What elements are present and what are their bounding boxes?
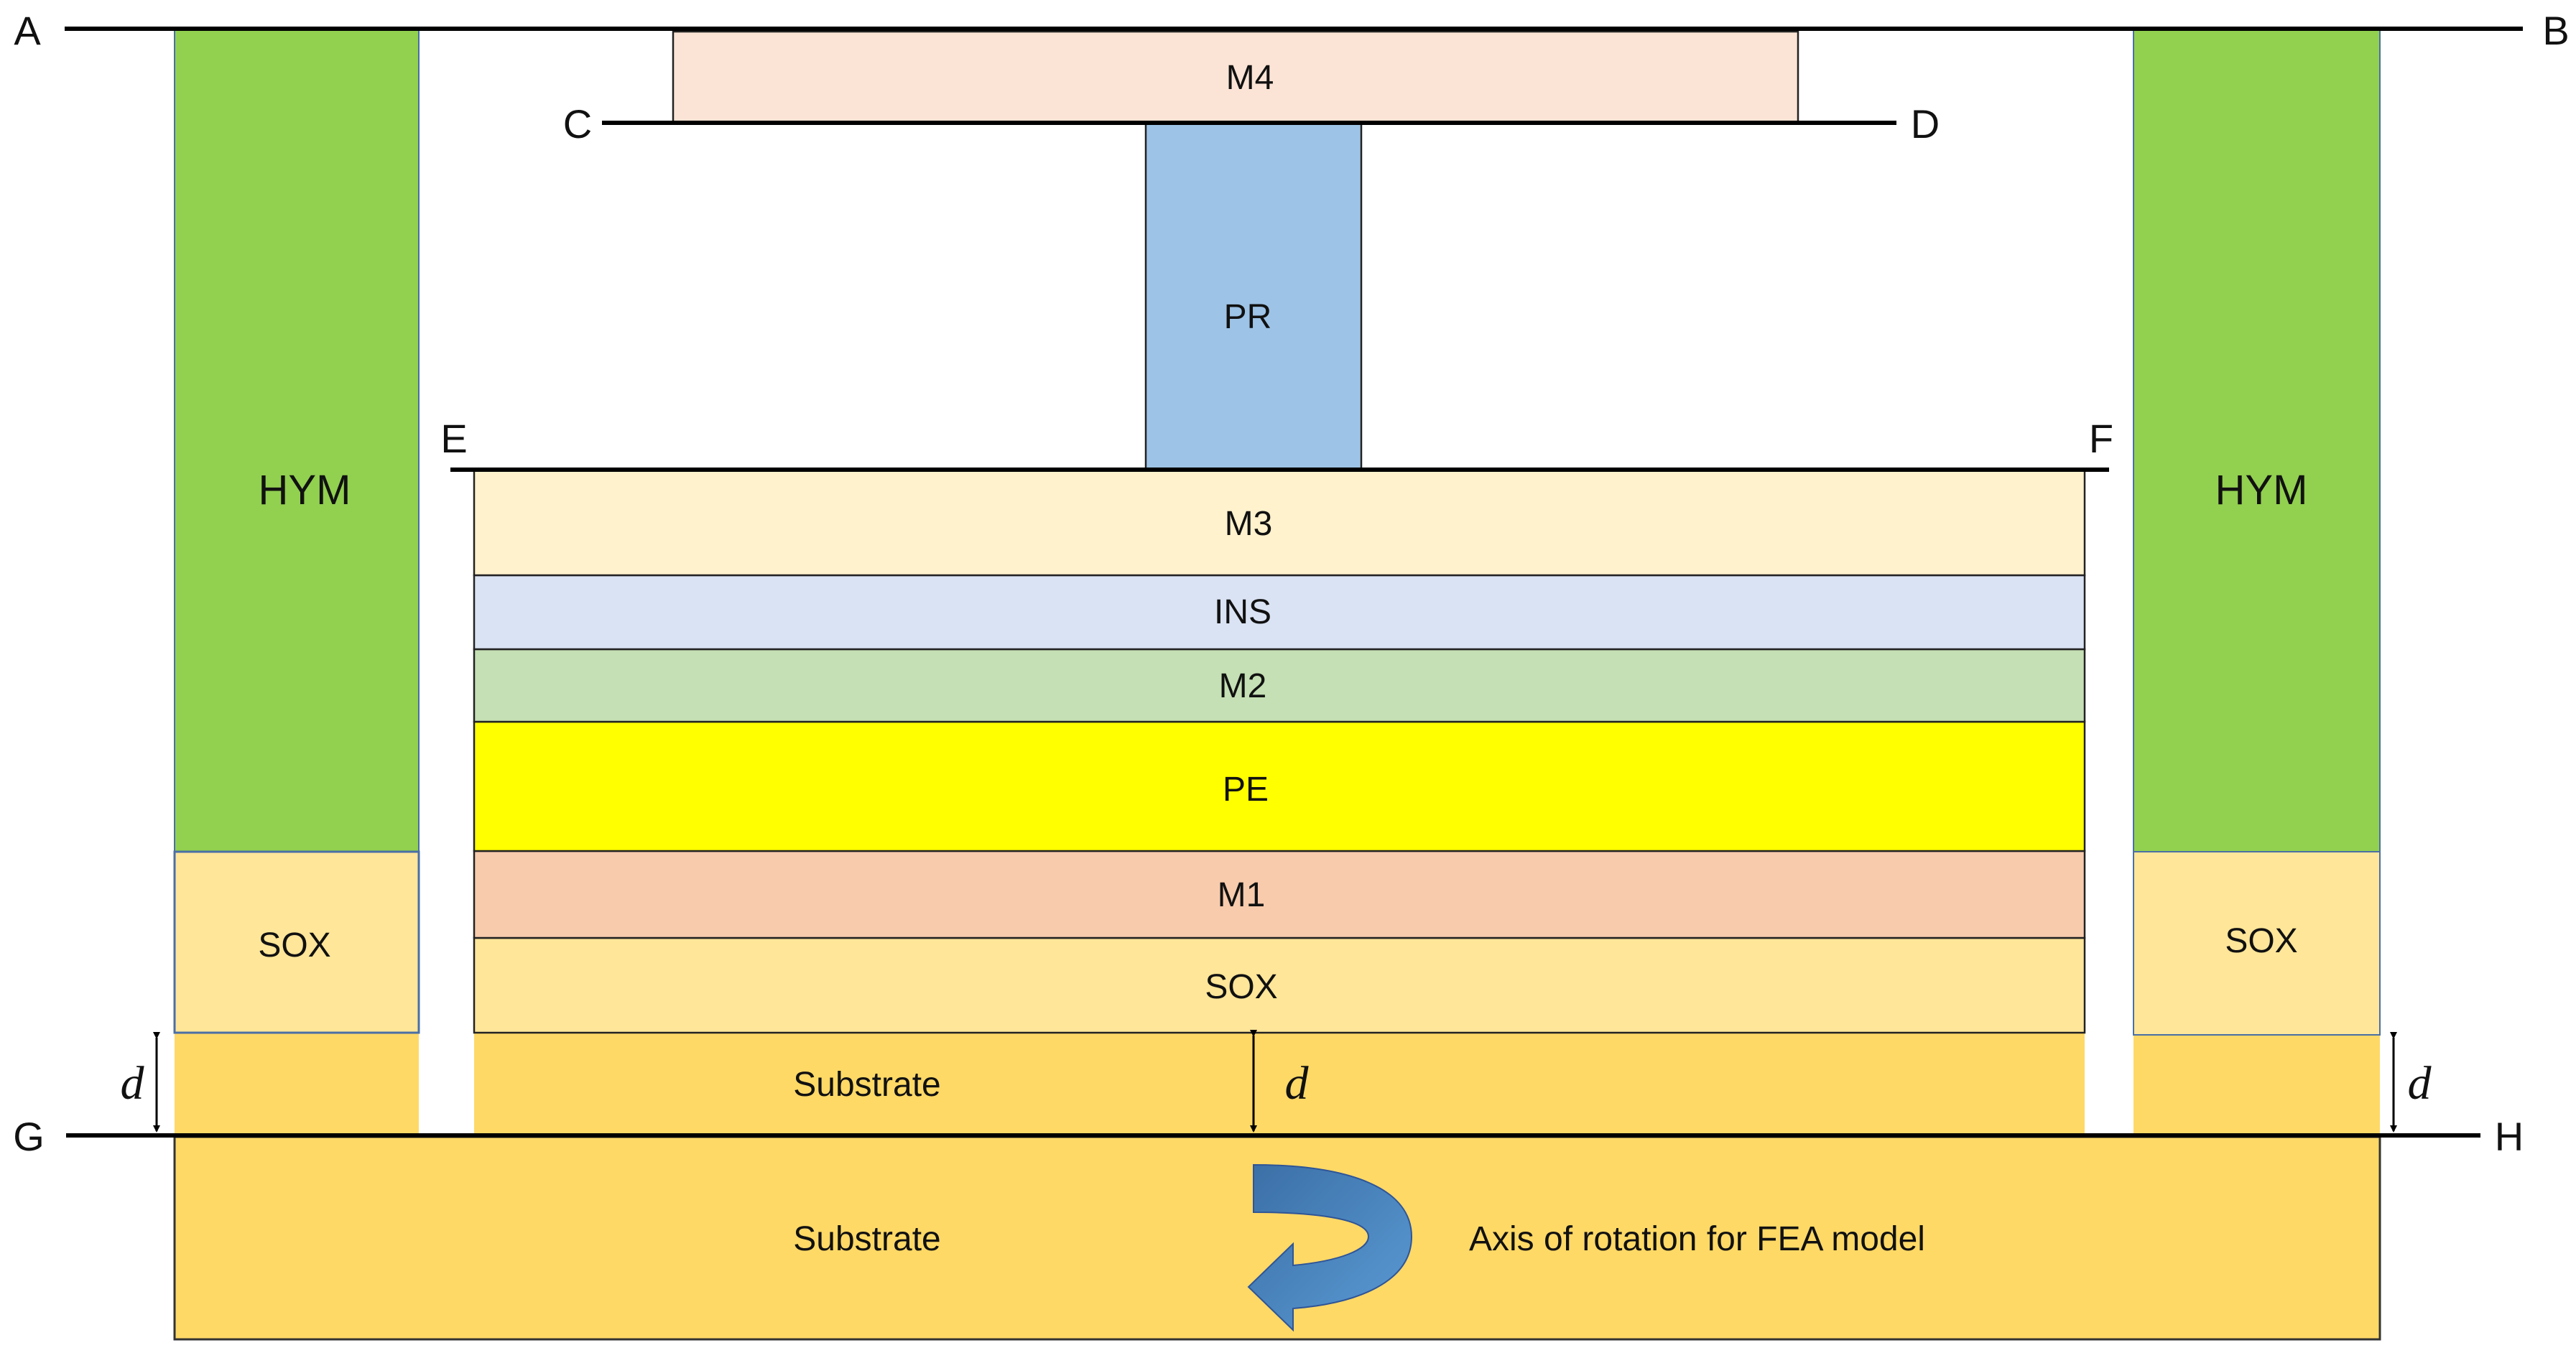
label-hym-right: HYM <box>2215 467 2308 513</box>
label-d-center: d <box>1285 1057 1310 1110</box>
substrate-upper-center-block <box>474 1033 2085 1137</box>
curved-arrow-icon <box>1247 1163 1413 1332</box>
dimension-right: d <box>2390 1032 2432 1133</box>
substrate-upper-left-block <box>175 1033 419 1137</box>
letter-g: G <box>13 1114 45 1159</box>
letter-f: F <box>2089 416 2113 461</box>
label-pr: PR <box>1224 298 1272 336</box>
hym-left-block <box>174 29 420 852</box>
sox-right-block <box>2133 851 2381 1036</box>
letter-h: H <box>2495 1114 2524 1159</box>
label-substrate-lower: Substrate <box>793 1220 940 1258</box>
label-sox-center: SOX <box>1205 968 1277 1006</box>
hym-right-block <box>2133 29 2381 852</box>
letter-d: D <box>1911 101 1940 147</box>
sox-center-layer <box>473 936 2086 1034</box>
m4-cap <box>672 30 1799 125</box>
dimension-left: d <box>121 1032 160 1133</box>
m1-layer <box>473 850 2086 939</box>
sox-left-block <box>173 850 420 1034</box>
label-d-left: d <box>121 1057 145 1110</box>
label-m2: M2 <box>1219 667 1267 705</box>
label-pe: PE <box>1223 771 1269 809</box>
label-m3: M3 <box>1225 505 1273 543</box>
pe-layer <box>473 720 2086 852</box>
label-axis-caption: Axis of rotation for FEA model <box>1469 1220 1925 1258</box>
pr-post <box>1144 122 1363 471</box>
label-ins: INS <box>1214 593 1271 631</box>
label-m1: M1 <box>1218 876 1266 914</box>
letter-c: C <box>563 101 592 147</box>
dimension-center: d <box>1250 1030 1310 1133</box>
substrate-upper-right-block <box>2133 1033 2380 1137</box>
m3-layer <box>473 468 2086 577</box>
ins-layer <box>473 574 2086 651</box>
label-sox-right: SOX <box>2225 922 2297 960</box>
label-hym-left: HYM <box>259 467 351 513</box>
letter-e: E <box>440 416 467 461</box>
m2-layer <box>473 648 2086 723</box>
label-sox-left: SOX <box>258 926 330 964</box>
label-substrate-upper: Substrate <box>793 1066 940 1104</box>
letter-a: A <box>14 8 41 53</box>
label-d-right: d <box>2408 1057 2432 1110</box>
letter-b: B <box>2542 8 2569 53</box>
label-m4: M4 <box>1226 59 1274 97</box>
